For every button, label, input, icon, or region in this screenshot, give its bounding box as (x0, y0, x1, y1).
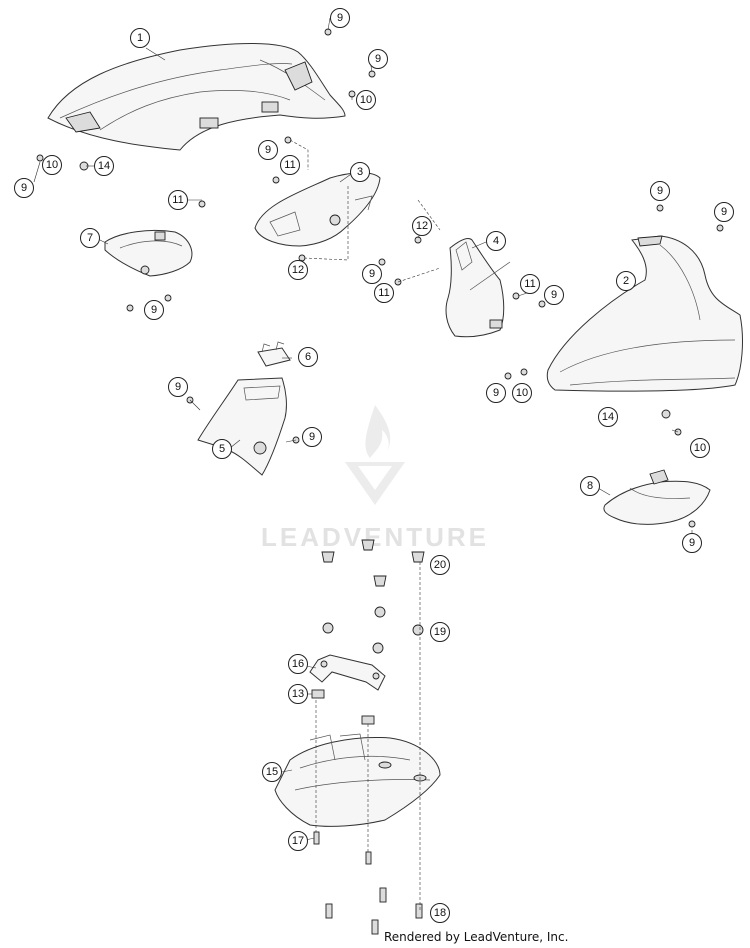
callout-19[interactable]: 19 (430, 622, 450, 642)
part-18-bolt (379, 887, 387, 903)
callout-12[interactable]: 12 (288, 260, 308, 280)
part-15-skid-plate (274, 733, 441, 827)
callout-14[interactable]: 14 (94, 156, 114, 176)
part-20-grommet (373, 575, 387, 587)
part-20-grommet (411, 551, 425, 563)
callout-9[interactable]: 9 (168, 377, 188, 397)
callout-20[interactable]: 20 (430, 555, 450, 575)
callout-11[interactable]: 11 (374, 283, 394, 303)
part-13-clip (311, 689, 325, 699)
callout-5[interactable]: 5 (212, 439, 232, 459)
callout-9[interactable]: 9 (544, 285, 564, 305)
part-19-nut (374, 606, 386, 618)
part-2-seat (546, 235, 743, 392)
callout-10[interactable]: 10 (512, 383, 532, 403)
callout-4[interactable]: 4 (486, 231, 506, 251)
part-19-nut (322, 622, 334, 634)
part-17-screw (313, 831, 320, 845)
callout-9[interactable]: 9 (486, 383, 506, 403)
part-1-tank-cover (47, 43, 346, 151)
part-20-grommet (321, 551, 335, 563)
callout-11[interactable]: 11 (280, 155, 300, 175)
callout-7[interactable]: 7 (80, 228, 100, 248)
part-18-bolt (371, 919, 379, 935)
part-17-screw (365, 851, 372, 865)
part-3-side-cover (254, 172, 381, 247)
callout-10[interactable]: 10 (42, 155, 62, 175)
part-7-cover (104, 229, 193, 277)
watermark-brand: LEADVENTURE (260, 522, 489, 552)
callout-9[interactable]: 9 (362, 264, 382, 284)
callout-9[interactable]: 9 (650, 181, 670, 201)
part-5-cover (197, 377, 287, 476)
callout-15[interactable]: 15 (262, 762, 282, 782)
callout-9[interactable]: 9 (714, 202, 734, 222)
callout-11[interactable]: 11 (520, 274, 540, 294)
callout-6[interactable]: 6 (298, 347, 318, 367)
callout-9[interactable]: 9 (302, 427, 322, 447)
callout-3[interactable]: 3 (350, 162, 370, 182)
callout-9[interactable]: 9 (330, 8, 350, 28)
callout-10[interactable]: 10 (356, 90, 376, 110)
callout-17[interactable]: 17 (288, 831, 308, 851)
callout-10[interactable]: 10 (690, 438, 710, 458)
callout-9[interactable]: 9 (682, 533, 702, 553)
callout-9[interactable]: 9 (144, 300, 164, 320)
callout-13[interactable]: 13 (288, 684, 308, 704)
part-18-bolt (415, 903, 423, 919)
callout-9[interactable]: 9 (368, 49, 388, 69)
callout-9[interactable]: 9 (14, 178, 34, 198)
part-18-bolt (325, 903, 333, 919)
part-4-bracket-cover (445, 237, 511, 338)
part-20-grommet (361, 539, 375, 551)
part-13-clip (361, 715, 375, 725)
callout-16[interactable]: 16 (288, 654, 308, 674)
callout-12[interactable]: 12 (412, 216, 432, 236)
part-6-clip (257, 341, 291, 367)
callout-14[interactable]: 14 (598, 407, 618, 427)
render-credit: Rendered by LeadVenture, Inc. (384, 930, 569, 944)
callout-1[interactable]: 1 (130, 28, 150, 48)
callout-11[interactable]: 11 (168, 190, 188, 210)
callout-8[interactable]: 8 (580, 476, 600, 496)
part-16-bracket (309, 654, 386, 691)
callout-9[interactable]: 9 (258, 140, 278, 160)
part-19-nut (412, 624, 424, 636)
part-19-nut (372, 642, 384, 654)
part-8-cover (603, 469, 711, 525)
callout-2[interactable]: 2 (616, 271, 636, 291)
leadventure-watermark-logo (345, 405, 405, 505)
callout-18[interactable]: 18 (430, 903, 450, 923)
